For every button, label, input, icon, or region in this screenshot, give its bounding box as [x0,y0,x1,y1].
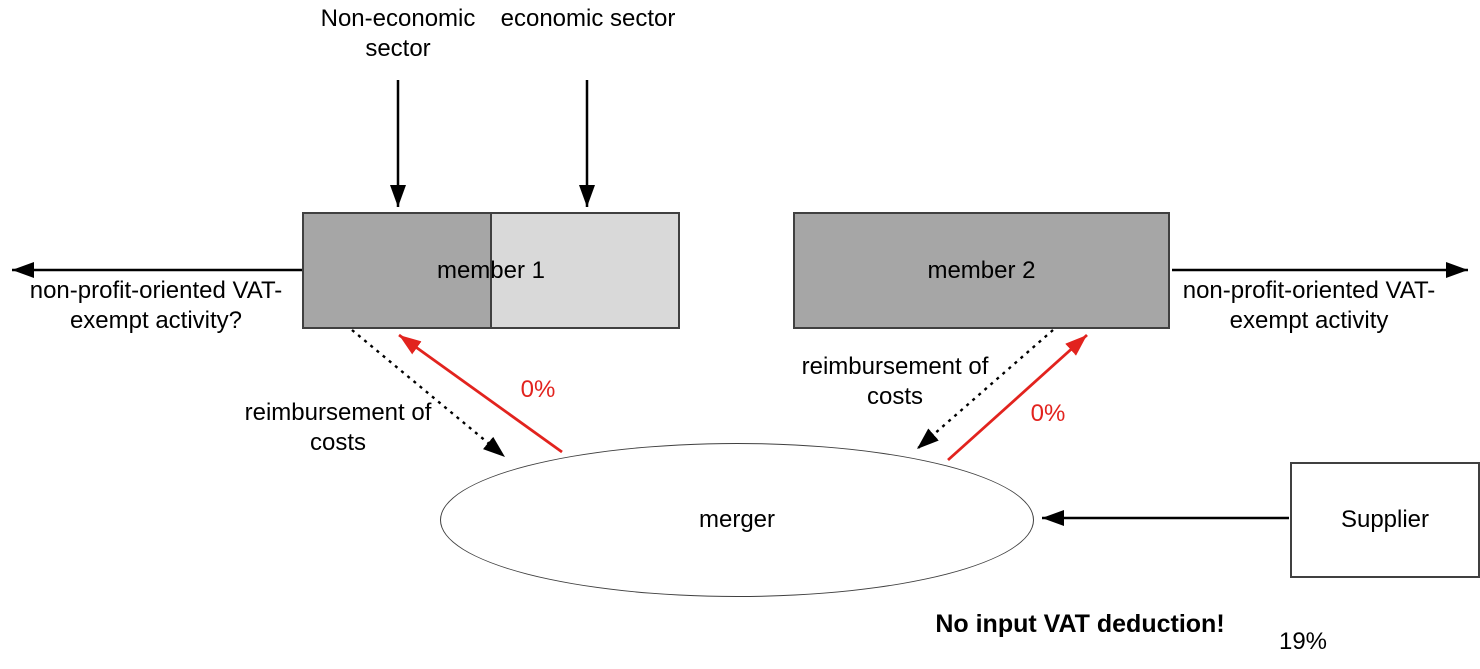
supplier-label: Supplier [1340,506,1430,533]
supplier-box: Supplier [1290,462,1480,578]
label-economic-sector: economic sector [500,5,676,32]
merger-label: merger [698,506,776,533]
label-reimbursement-left: reimbursement of costs [244,399,432,456]
label-reimbursement-right: reimbursement of costs [801,353,989,410]
label-non-economic-sector: Non-economic sector [320,5,476,62]
label-zero-rate-left: 0% [520,376,556,403]
member1-box: member 1 [302,212,680,329]
member2-label: member 2 [927,256,1036,284]
label-vat-rate-19: 19% [1278,628,1328,655]
member1-non-economic-half [304,214,490,327]
label-zero-rate-right: 0% [1030,400,1066,427]
member2-box: member 2 [793,212,1170,329]
member1-label: member 1 [436,256,546,284]
label-left-vat-exempt-activity: non-profit-oriented VAT-exempt activity? [29,277,283,334]
label-no-input-vat-deduction: No input VAT deduction! [935,610,1225,638]
merger-ellipse: merger [440,443,1034,597]
member1-economic-half [490,214,678,327]
label-right-vat-exempt-activity: non-profit-oriented VAT-exempt activity [1182,277,1436,334]
